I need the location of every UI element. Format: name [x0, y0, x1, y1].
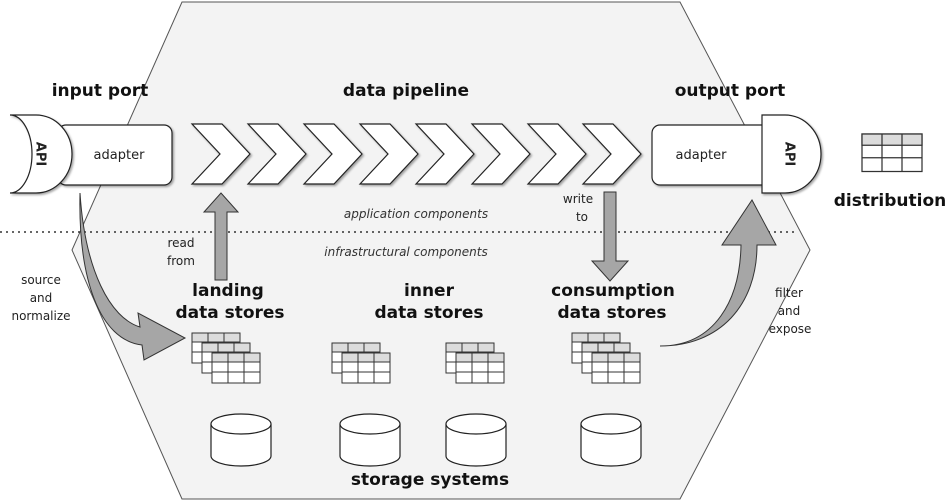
pipeline-chevron-icon: [581, 123, 642, 185]
read-label-line1: read: [167, 236, 194, 250]
pipeline-chevron-icon: [190, 123, 251, 185]
write-label-line2: to: [576, 210, 588, 224]
output-port: API adapter: [651, 114, 822, 194]
input-port-title: input port: [52, 81, 149, 101]
source-normalize-arrow: [79, 192, 187, 361]
input-adapter-label: adapter: [94, 148, 146, 163]
storage-cylinder-3: [445, 413, 507, 467]
pipeline-chevrons: [190, 123, 642, 185]
distribution-title: distribution: [834, 191, 946, 211]
landing-stores-line1: landing: [192, 281, 264, 301]
data-pipeline-title: data pipeline: [343, 81, 469, 101]
application-components-label: application components: [344, 207, 488, 221]
pipeline-chevron-icon: [414, 123, 475, 185]
storage-systems-title: storage systems: [351, 470, 509, 490]
input-api-icon: [9, 114, 73, 194]
storage-cylinder-1: [210, 413, 272, 467]
storage-cylinder-2: [339, 413, 401, 467]
read-label-line2: from: [167, 254, 195, 268]
source-label-line1: source: [21, 273, 61, 287]
pipeline-chevron-icon: [526, 123, 587, 185]
infrastructural-components-label: infrastructural components: [324, 245, 487, 259]
input-api-label: API: [33, 142, 48, 166]
output-adapter-label: adapter: [676, 148, 728, 163]
filter-label-line1: filter: [775, 286, 803, 300]
landing-stores-line2: data stores: [175, 303, 284, 323]
write-to-arrow: [590, 191, 630, 282]
pipeline-chevron-icon: [302, 123, 363, 185]
pipeline-chevron-icon: [358, 123, 419, 185]
consumption-stores-line2: data stores: [557, 303, 666, 323]
consumption-stores-line1: consumption: [551, 281, 675, 301]
output-port-title: output port: [675, 81, 786, 101]
write-label-line1: write: [563, 192, 593, 206]
inner-stores-line2: data stores: [374, 303, 483, 323]
read-from-arrow: [202, 192, 240, 281]
filter-expose-arrow: [659, 199, 777, 347]
filter-label-line3: expose: [769, 322, 812, 336]
distribution-table-icon: [861, 133, 923, 173]
pipeline-chevron-icon: [470, 123, 531, 185]
inner-stores-line1: inner: [404, 281, 455, 301]
filter-label-line2: and: [778, 304, 801, 318]
output-api-icon: [761, 114, 822, 194]
storage-cylinder-4: [580, 413, 642, 467]
source-label-line3: normalize: [11, 309, 70, 323]
input-port: API adapter: [9, 114, 173, 194]
pipeline-chevron-icon: [246, 123, 307, 185]
output-api-label: API: [782, 142, 797, 166]
source-label-line2: and: [30, 291, 53, 305]
